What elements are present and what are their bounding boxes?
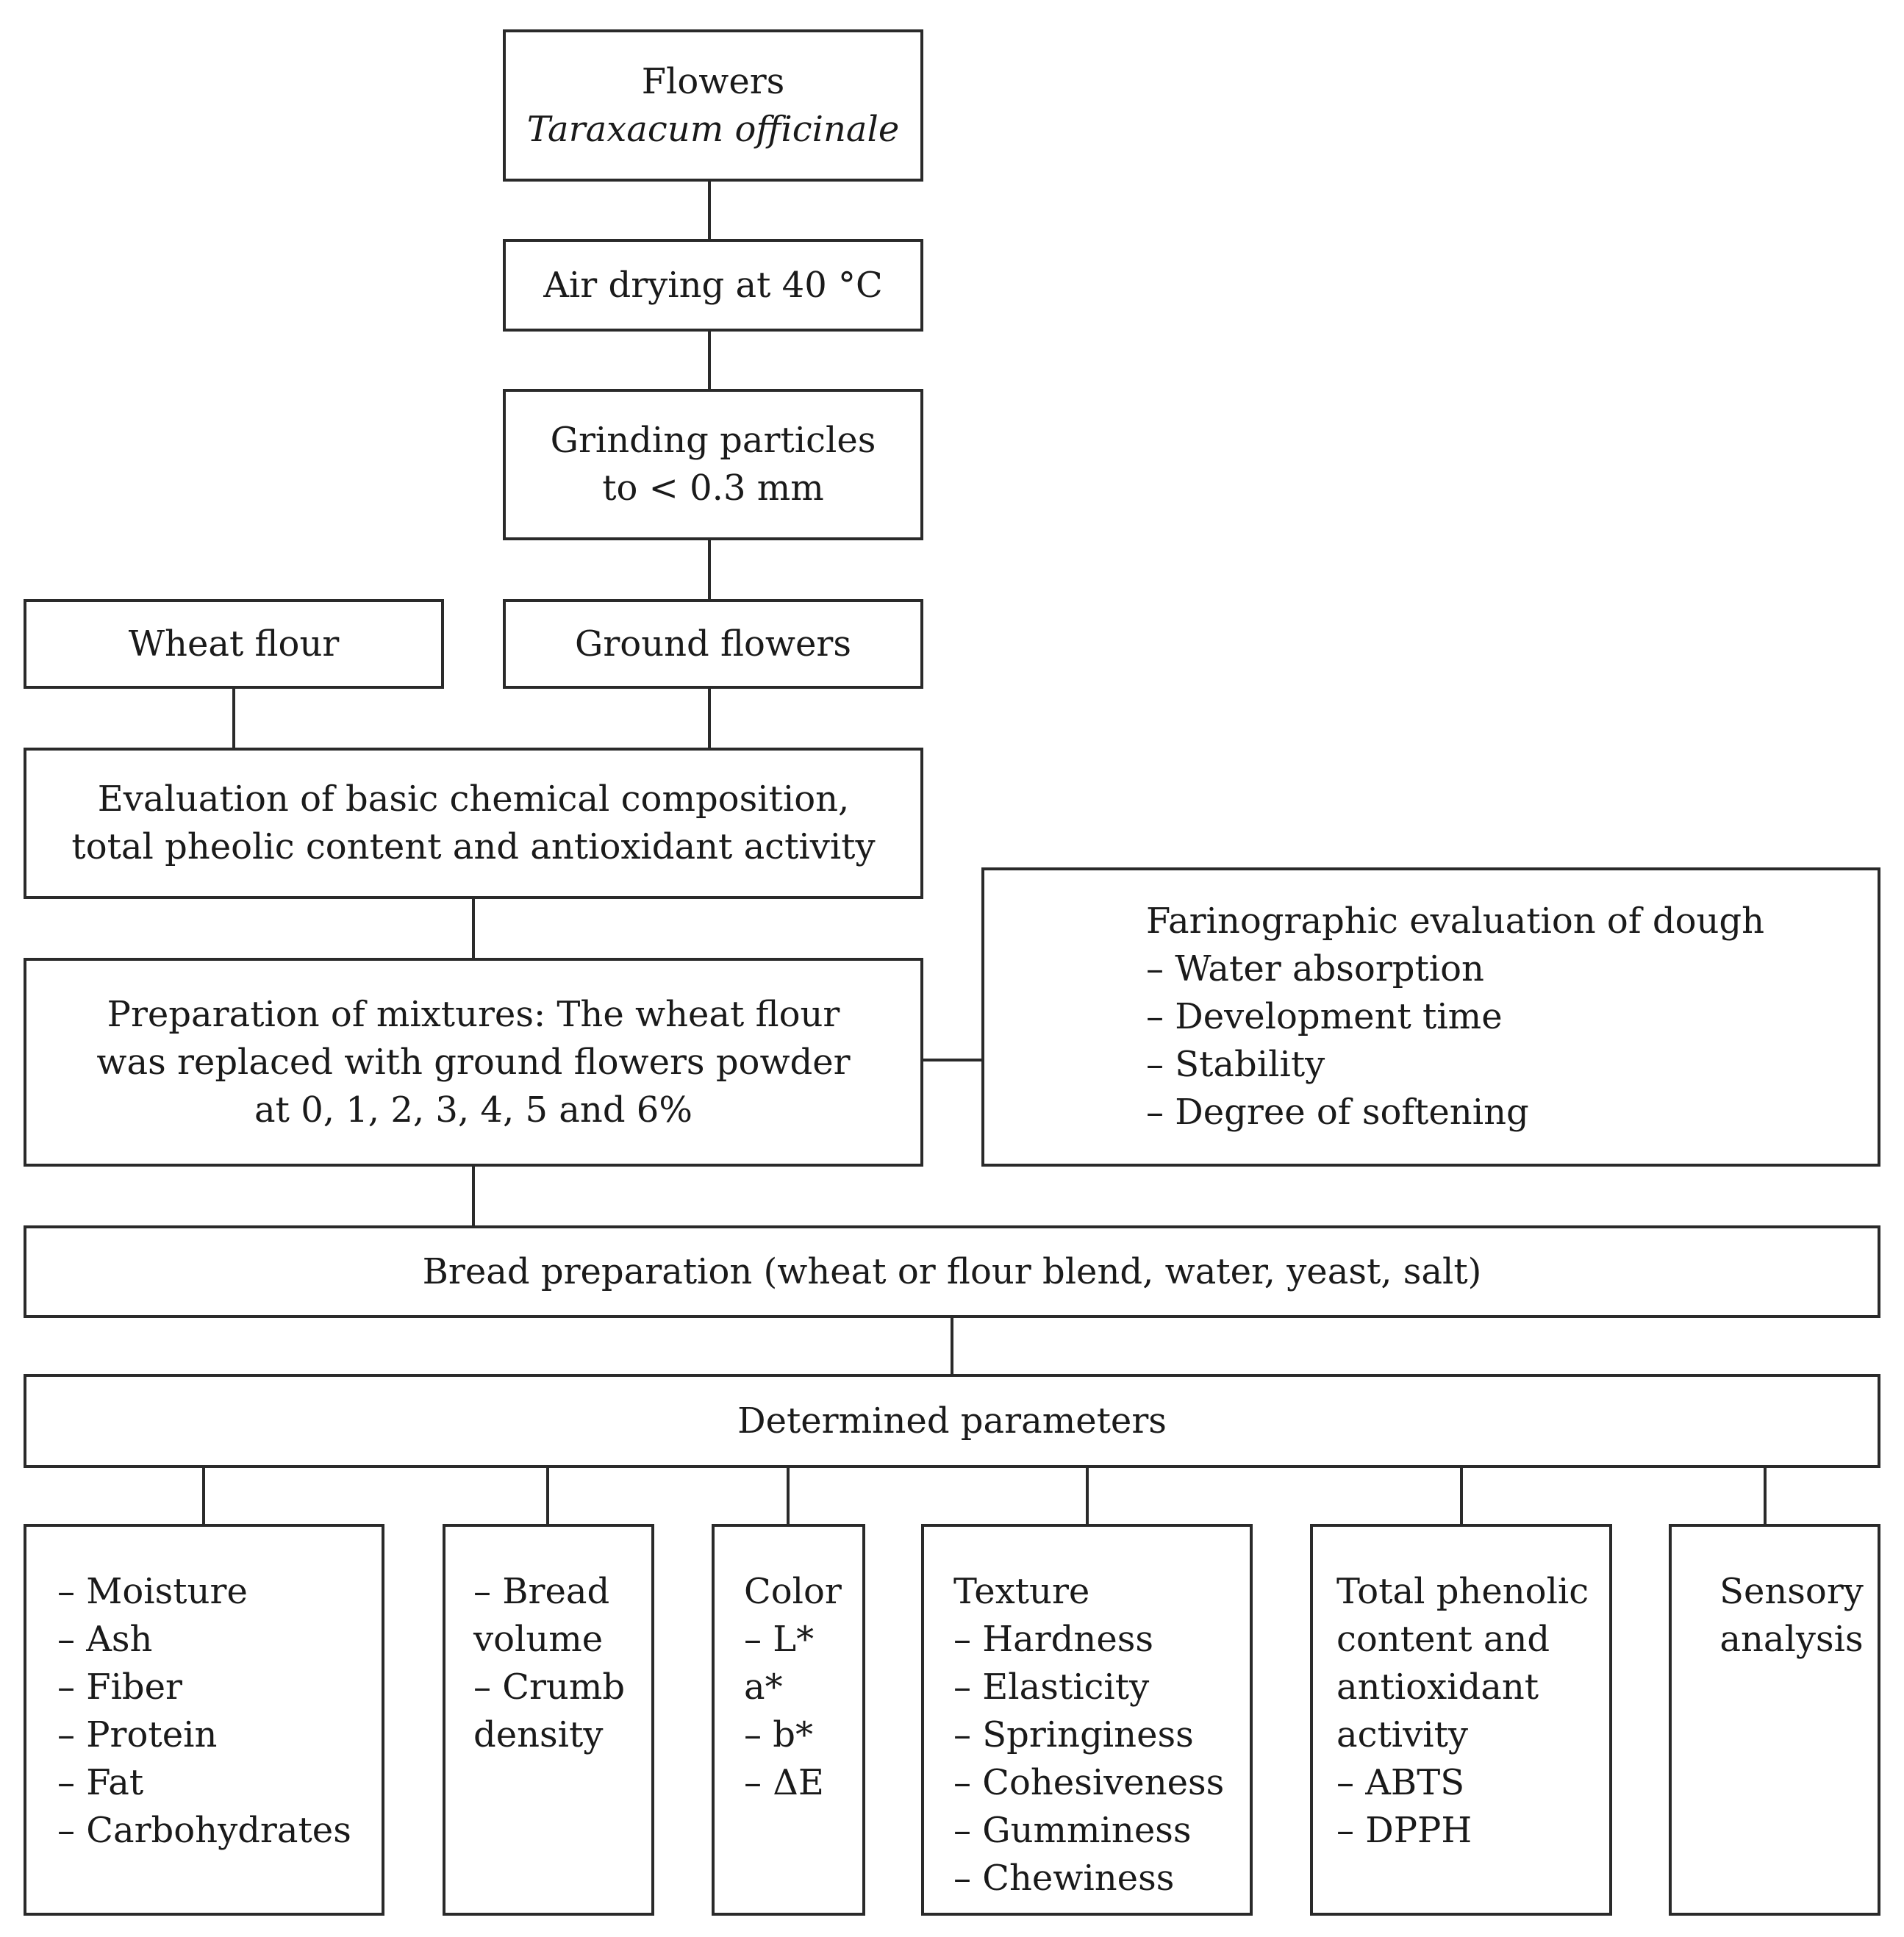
grinding-line-2: to < 0.3 mm [602,468,824,509]
param-item: – L* [744,1619,815,1660]
wheat-flour-label: Wheat flour [128,623,340,665]
param-item: density [473,1714,604,1755]
param-item: – Ash [57,1619,153,1660]
param-item: – Cohesiveness [953,1762,1225,1803]
connector-preparation-to-bread [472,1164,475,1225]
preparation-line-3: at 0, 1, 2, 3, 4, 5 and 6% [254,1089,692,1131]
bread-preparation-label: Bread preparation (wheat or flour blend,… [422,1250,1482,1292]
determined-parameters-label: Determined parameters [737,1400,1167,1442]
param-item: – Moisture [57,1571,248,1612]
farinographic-box: Farinographic evaluation of dough – Wate… [981,867,1880,1167]
preparation-line-1: Preparation of mixtures: The wheat flour [107,993,840,1035]
param-item: – Chewiness [953,1858,1175,1899]
texture-params-box: Texture – Hardness – Elasticity – Spring… [921,1524,1253,1916]
connector-parameters-to-sensory [1764,1465,1767,1527]
param-item: – b* [744,1714,813,1755]
color-params-box: Color – L* a* – b* – ΔE [712,1524,865,1916]
flowers-box: Flowers Taraxacum officinale [503,29,923,182]
sensory-params-box: Sensory analysis [1669,1524,1880,1916]
preparation-line-2: was replaced with ground flowers powder [96,1041,851,1083]
param-heading: analysis [1719,1619,1864,1660]
param-item: – Fiber [57,1666,182,1708]
param-item: – Hardness [953,1619,1153,1660]
farinographic-item: – Stability [1146,1044,1325,1085]
species-name: Taraxacum officinale [526,108,900,150]
param-item: – ΔE [744,1762,824,1803]
volume-params-box: – Bread volume – Crumb density [443,1524,654,1916]
farinographic-item: – Development time [1146,996,1503,1037]
farinographic-title: Farinographic evaluation of dough [1146,901,1765,942]
param-item: – Carbohydrates [57,1810,351,1851]
connector-parameters-to-color [787,1465,790,1527]
param-item: – DPPH [1336,1810,1472,1851]
wheat-flour-box: Wheat flour [24,599,444,689]
param-heading: content and [1336,1619,1550,1660]
ground-flowers-label: Ground flowers [575,623,851,665]
air-drying-label: Air drying at 40 °C [543,264,883,306]
connector-bread-to-parameters [951,1315,953,1377]
connector-preparation-to-farinographic [920,1059,981,1061]
determined-parameters-box: Determined parameters [24,1374,1880,1468]
ground-flowers-box: Ground flowers [503,599,923,689]
evaluation-line-1: Evaluation of basic chemical composition… [97,778,850,820]
param-item: – Elasticity [953,1666,1150,1708]
param-item: – ABTS [1336,1762,1465,1803]
connector-parameters-to-volume [546,1465,549,1527]
connector-parameters-to-composition [202,1465,205,1527]
connector-wheat-flour-to-evaluation [232,686,235,748]
connector-grinding-to-ground-flowers [708,537,711,599]
phenolic-params-box: Total phenolic content and antioxidant a… [1310,1524,1612,1916]
connector-evaluation-to-preparation [472,896,475,958]
farinographic-item: – Degree of softening [1146,1092,1529,1133]
farinographic-item: – Water absorption [1146,948,1484,989]
param-item: – Bread [473,1571,610,1612]
grinding-line-1: Grinding particles [550,420,876,461]
bread-preparation-box: Bread preparation (wheat or flour blend,… [24,1225,1880,1318]
connector-ground-flowers-to-evaluation [708,686,711,748]
connector-parameters-to-phenolic [1460,1465,1463,1527]
param-heading: antioxidant [1336,1666,1539,1708]
param-item: a* [744,1666,783,1708]
air-drying-box: Air drying at 40 °C [503,239,923,332]
param-heading: Color [744,1571,842,1612]
evaluation-box: Evaluation of basic chemical composition… [24,748,923,899]
param-heading: Texture [953,1571,1090,1612]
connector-parameters-to-texture [1086,1465,1089,1527]
param-item: – Fat [57,1762,144,1803]
flowers-label: Flowers [641,60,785,102]
grinding-box: Grinding particles to < 0.3 mm [503,389,923,540]
connector-drying-to-grinding [708,329,711,389]
connector-flowers-to-drying [708,179,711,239]
evaluation-line-2: total pheolic content and antioxidant ac… [71,826,876,867]
param-heading: Total phenolic [1336,1571,1589,1612]
param-heading: activity [1336,1714,1469,1755]
param-item: – Gumminess [953,1810,1192,1851]
param-item: – Crumb [473,1666,626,1708]
param-item: – Springiness [953,1714,1194,1755]
param-item: volume [473,1619,604,1660]
param-heading: Sensory [1719,1571,1864,1612]
composition-params-box: – Moisture – Ash – Fiber – Protein – Fat… [24,1524,384,1916]
preparation-box: Preparation of mixtures: The wheat flour… [24,958,923,1167]
param-item: – Protein [57,1714,218,1755]
